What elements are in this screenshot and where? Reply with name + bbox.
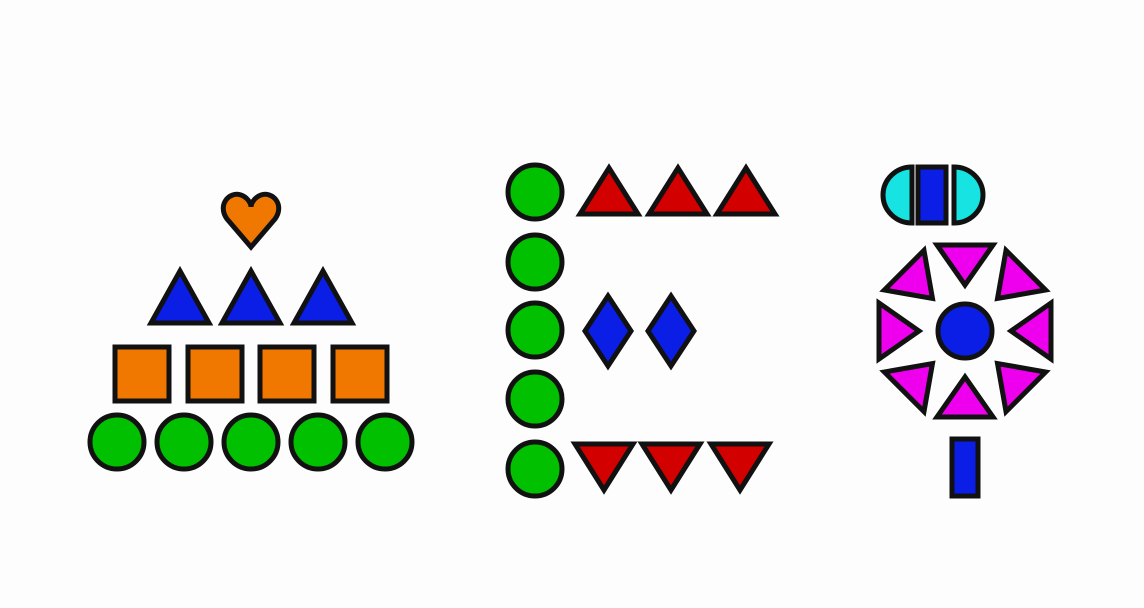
petal-1: [932, 242, 998, 290]
circle-5: [505, 439, 565, 499]
petal-4: [994, 360, 1051, 417]
diamond-1: [582, 291, 634, 371]
circle-4: [505, 369, 565, 429]
circle-5: [355, 412, 415, 472]
square-3: [257, 344, 317, 404]
heart-shape: [220, 191, 282, 251]
circle-2: [154, 412, 214, 472]
half-circle-left: [880, 164, 915, 226]
petal-8: [879, 245, 936, 302]
circle-1: [505, 162, 565, 222]
figure-cake: [87, 191, 415, 472]
triangle-down-1: [570, 441, 638, 495]
circle-1: [87, 412, 147, 472]
triangle-down-3: [706, 441, 774, 495]
triangle-3: [289, 265, 357, 326]
half-circle-right: [951, 164, 986, 226]
top-bar: [915, 164, 949, 226]
triangle-2: [217, 265, 285, 326]
square-2: [185, 344, 245, 404]
center-circle: [935, 301, 995, 361]
petal-3: [1006, 298, 1054, 364]
circle-4: [288, 412, 348, 472]
diamond-2: [645, 291, 697, 371]
stem-bar: [949, 436, 981, 499]
petal-7: [876, 298, 924, 364]
triangle-up-1: [575, 163, 643, 217]
triangle-1: [146, 265, 214, 326]
triangle-down-2: [637, 441, 705, 495]
circle-3: [505, 300, 565, 360]
triangle-up-3: [712, 163, 780, 217]
petal-5: [932, 372, 998, 420]
square-1: [112, 344, 172, 404]
petal-2: [994, 245, 1051, 302]
petal-6: [879, 360, 936, 417]
circle-2: [505, 232, 565, 292]
circle-3: [221, 412, 281, 472]
figure-letter-e: [505, 162, 780, 499]
figure-flower: [876, 164, 1054, 499]
triangle-up-2: [644, 163, 712, 217]
square-4: [330, 344, 390, 404]
